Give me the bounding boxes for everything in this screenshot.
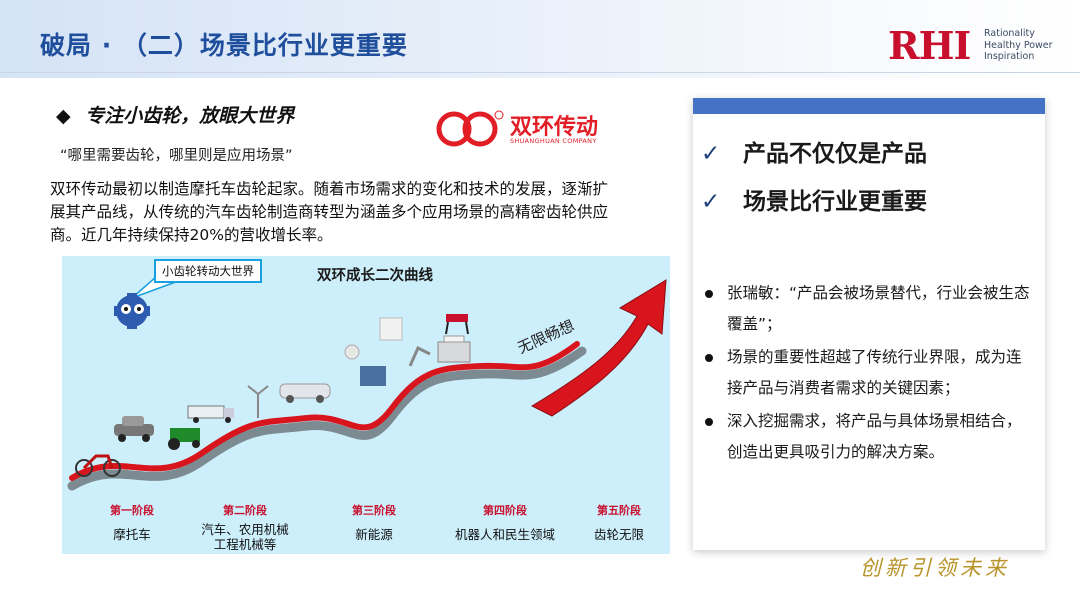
section-heading: ◆ 专注小齿轮，放眼大世界 [56,101,294,128]
tractor-icon [168,428,200,450]
header-divider [0,72,1080,73]
header-bar [0,0,1080,78]
robot-dog-icon [445,314,469,335]
check-item: ✓ 产品不仅仅是产品 [701,134,927,168]
bullet-dot-icon [705,290,713,298]
printer-icon [437,335,471,363]
check-icon: ✓ [701,189,721,215]
stage-label: 摩托车 [113,527,151,542]
stage-number: 第五阶段 [597,504,641,517]
list-item: 张瑞敏：“产品会被场景替代，行业会被生态覆盖”； [703,278,1035,340]
robot-arm-icon [408,345,431,367]
bullet-dot-icon [705,354,713,362]
logo-tagline: Rationality Healthy Power Inspiration [984,28,1053,63]
rhi-logo: RHI Rationality Healthy Power Inspiratio… [888,26,1068,70]
stage-5: 第五阶段 齿轮无限 [574,502,664,542]
stage-3: 第三阶段 新能源 [324,502,424,542]
body-paragraph: 双环传动最初以制造摩托车齿轮起家。随着市场需求的变化和技术的发展，逐渐扩展其产品… [50,180,609,244]
footer-signature: 创新引领未来 [860,556,1010,580]
motor-icon [344,344,386,386]
page-title: 破局 · （二）场景比行业更重要 [40,31,408,60]
stage-2: 第二阶段 汽车、农用机械 工程机械等 [180,502,310,552]
point-list: 张瑞敏：“产品会被场景替代，行业会被生态覆盖”； 场景的重要性超越了传统行业界限… [703,278,1035,470]
shadow-curve [67,346,587,491]
truck-icon [187,405,234,423]
stage-4: 第四阶段 机器人和民生领域 [440,502,570,542]
logo-mark: RHI [888,23,971,68]
callout-box: 小齿轮转动大世界 [154,259,262,283]
check-item-text: 场景比行业更重要 [743,189,927,215]
stage-label: 新能源 [355,527,393,542]
brand-name: 双环传动 [510,115,599,140]
logo-mark-text: RHI [888,23,971,68]
list-item: 场景的重要性超越了传统行业界限，成为连接产品与消费者需求的关键因素； [703,342,1035,404]
gear-mascot-icon [114,293,150,329]
panel-accent-bar [693,98,1045,114]
list-item-text: 张瑞敏：“产品会被场景替代，行业会被生态覆盖”； [727,284,1030,333]
list-item-text: 场景的重要性超越了传统行业界限，成为连接产品与消费者需求的关键因素； [727,348,1022,397]
logo-tagline-line: Healthy Power [984,39,1053,51]
check-icon: ✓ [701,141,721,167]
ev-chassis-icon [279,383,331,403]
stage-number: 第四阶段 [483,504,527,517]
stage-label: 机器人和民生领域 [454,527,555,542]
double-ring-icon [436,110,504,147]
stage-number: 第一阶段 [110,504,154,517]
list-item-text: 深入挖掘需求，将产品与具体场景相结合，创造出更具吸引力的解决方案。 [727,412,1022,461]
growth-curve-figure: 小齿轮转动大世界 双环成长二次曲线 无限畅想 第一阶段 摩托车 第二阶段 汽车、… [62,256,670,554]
shuanghuan-brand-logo: 双环传动 SHUANGHUAN COMPANY [436,107,616,151]
red-growth-curve [69,341,580,481]
key-points-panel: ✓ 产品不仅仅是产品 ✓ 场景比行业更重要 张瑞敏：“产品会被场景替代，行业会被生态… [693,98,1045,550]
quote-text: “哪里需要齿轮，哪里则是应用场景” [60,148,293,164]
growth-arrow-icon [530,279,667,417]
diamond-bullet-icon: ◆ [56,105,71,127]
figure-title: 双环成长二次曲线 [317,267,433,284]
bullet-dot-icon [705,418,713,426]
stage-label: 齿轮无限 [593,527,644,542]
check-item-text: 产品不仅仅是产品 [743,141,927,167]
motorcycle-icon [75,454,121,477]
check-item: ✓ 场景比行业更重要 [701,182,927,216]
growth-curve-graphic [67,275,667,491]
stage-number: 第三阶段 [352,504,396,517]
car-icon [114,416,154,442]
stage-number: 第二阶段 [223,504,267,517]
appliance-icon [379,317,403,341]
logo-tagline-line: Inspiration [984,51,1035,62]
wind-turbine-icon [247,385,269,418]
section-heading-text: 专注小齿轮，放眼大世界 [85,105,295,127]
stage-label: 工程机械等 [213,537,277,552]
list-item: 深入挖掘需求，将产品与具体场景相结合，创造出更具吸引力的解决方案。 [703,406,1035,468]
brand-subtitle: SHUANGHUAN COMPANY [510,137,597,145]
stage-1: 第一阶段 摩托车 [82,502,182,542]
stage-label: 汽车、农用机械 [201,522,289,537]
logo-tagline-line: Rationality [984,28,1035,39]
